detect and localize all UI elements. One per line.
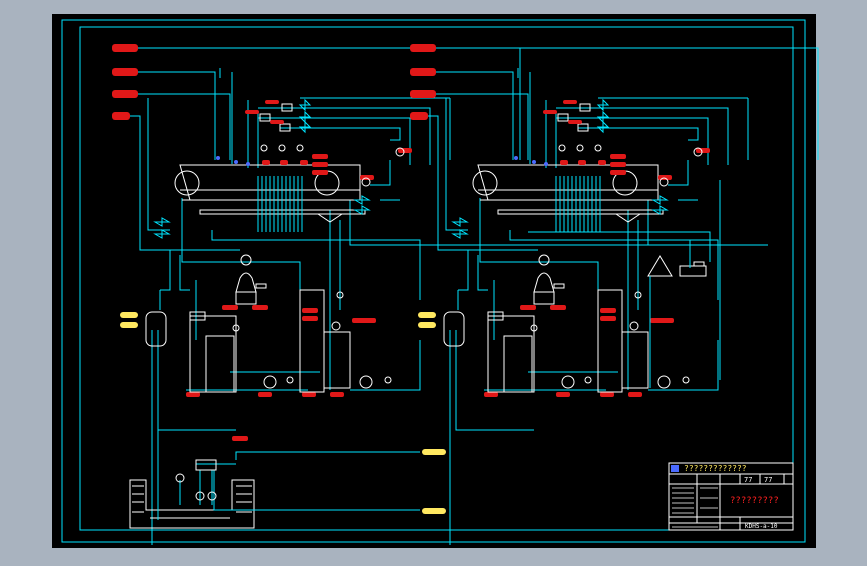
process-unit-left (112, 44, 521, 545)
title-block: ????????????? 77 77 ????????? KDHS-a-10 (668, 462, 794, 531)
storage-equipment (647, 255, 707, 277)
title-block-header: ????????????? (684, 464, 747, 473)
drawing-code: KDHS-a-10 (745, 523, 778, 530)
instrument-markers (216, 156, 548, 166)
drawing-canvas (52, 14, 816, 548)
inner-border (79, 26, 794, 531)
feed-label-group (112, 44, 138, 120)
collection-pit (129, 430, 446, 529)
drawing-title: ????????? (730, 496, 779, 506)
outer-border (61, 19, 806, 543)
title-block-revision: 77 (764, 476, 772, 484)
title-block-sheet: 77 (744, 476, 752, 484)
